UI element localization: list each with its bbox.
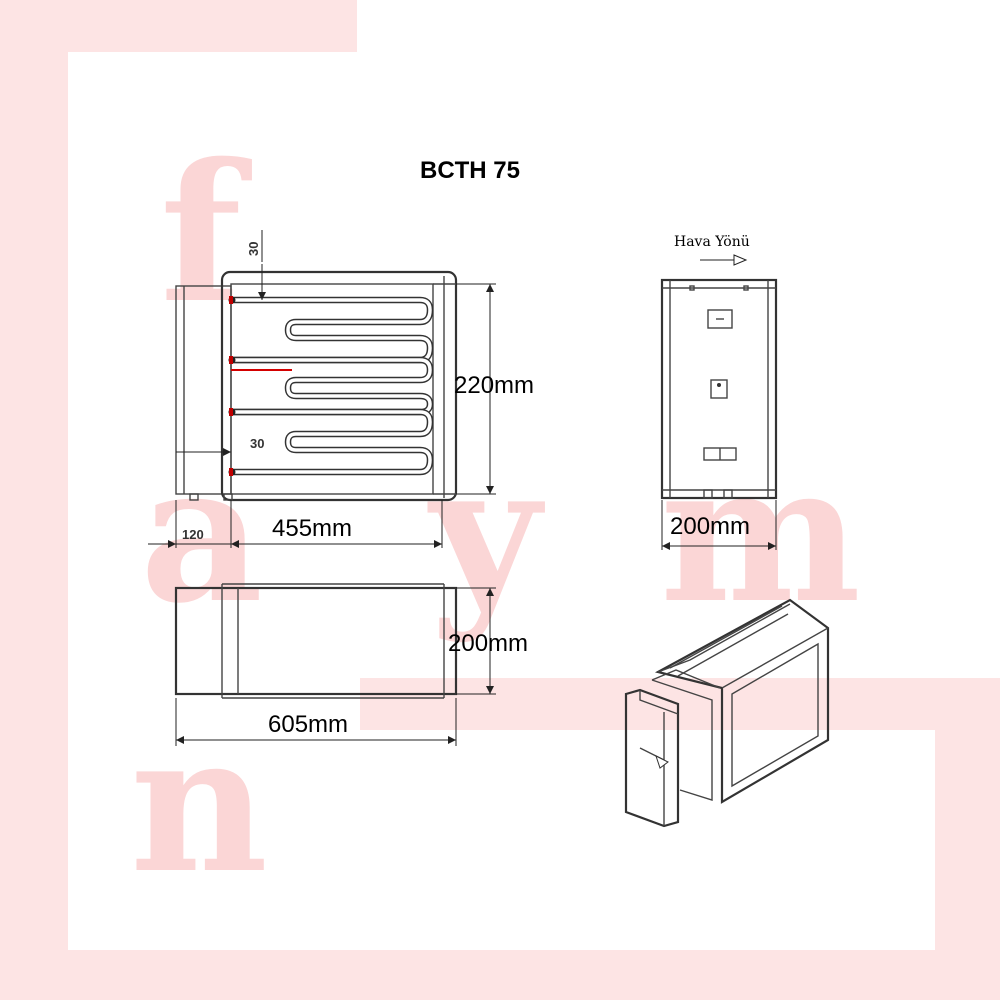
- air-direction-label: Hava Yönü: [674, 234, 750, 250]
- iso-arrow-icon: [655, 755, 669, 769]
- watermark-letter: m: [660, 422, 861, 645]
- watermark-block: [360, 678, 935, 730]
- dim-label-side-margin: 30: [250, 436, 264, 451]
- dim-label-side-width: 200mm: [670, 513, 750, 540]
- isometric-view: [624, 598, 830, 828]
- front-view-flange: [220, 270, 458, 502]
- watermark-letter: f: [160, 122, 252, 345]
- watermark-letter: n: [130, 692, 268, 915]
- dim-label-bottom-height: 200mm: [448, 630, 528, 657]
- terminal-box: [707, 309, 733, 329]
- dim-label-front-height: 220mm: [454, 372, 534, 399]
- dim-label-top-margin: 30: [246, 242, 261, 256]
- heating-coil: [228, 356, 434, 416]
- dim-label-front-width: 455mm: [272, 515, 352, 542]
- top-view: 200mm 605mm: [174, 583, 528, 746]
- dim-label-flange-offset: 120: [182, 527, 204, 542]
- watermark-block: [0, 52, 68, 1000]
- side-view-body: [660, 278, 778, 500]
- side-view: Hava Yönü 200mm: [660, 234, 778, 550]
- watermark-letter: a: [140, 422, 263, 645]
- front-view: 30 30 220mm 120 455mm: [148, 230, 534, 548]
- air-direction-arrow-head: [733, 254, 748, 266]
- watermark-block: [0, 0, 357, 52]
- heating-coil: [228, 296, 434, 364]
- thermostat: [710, 379, 728, 399]
- drawing-title: BCTH 75: [420, 157, 520, 184]
- watermark-letter: y: [427, 422, 545, 645]
- front-view-inner-frame: [230, 283, 434, 495]
- watermark-block: [68, 950, 1000, 1000]
- dim-label-bottom-length: 605mm: [268, 711, 348, 738]
- watermark-block: [935, 678, 1000, 950]
- top-view-body: [174, 586, 458, 696]
- watermark-letters: f a y m n: [130, 122, 861, 915]
